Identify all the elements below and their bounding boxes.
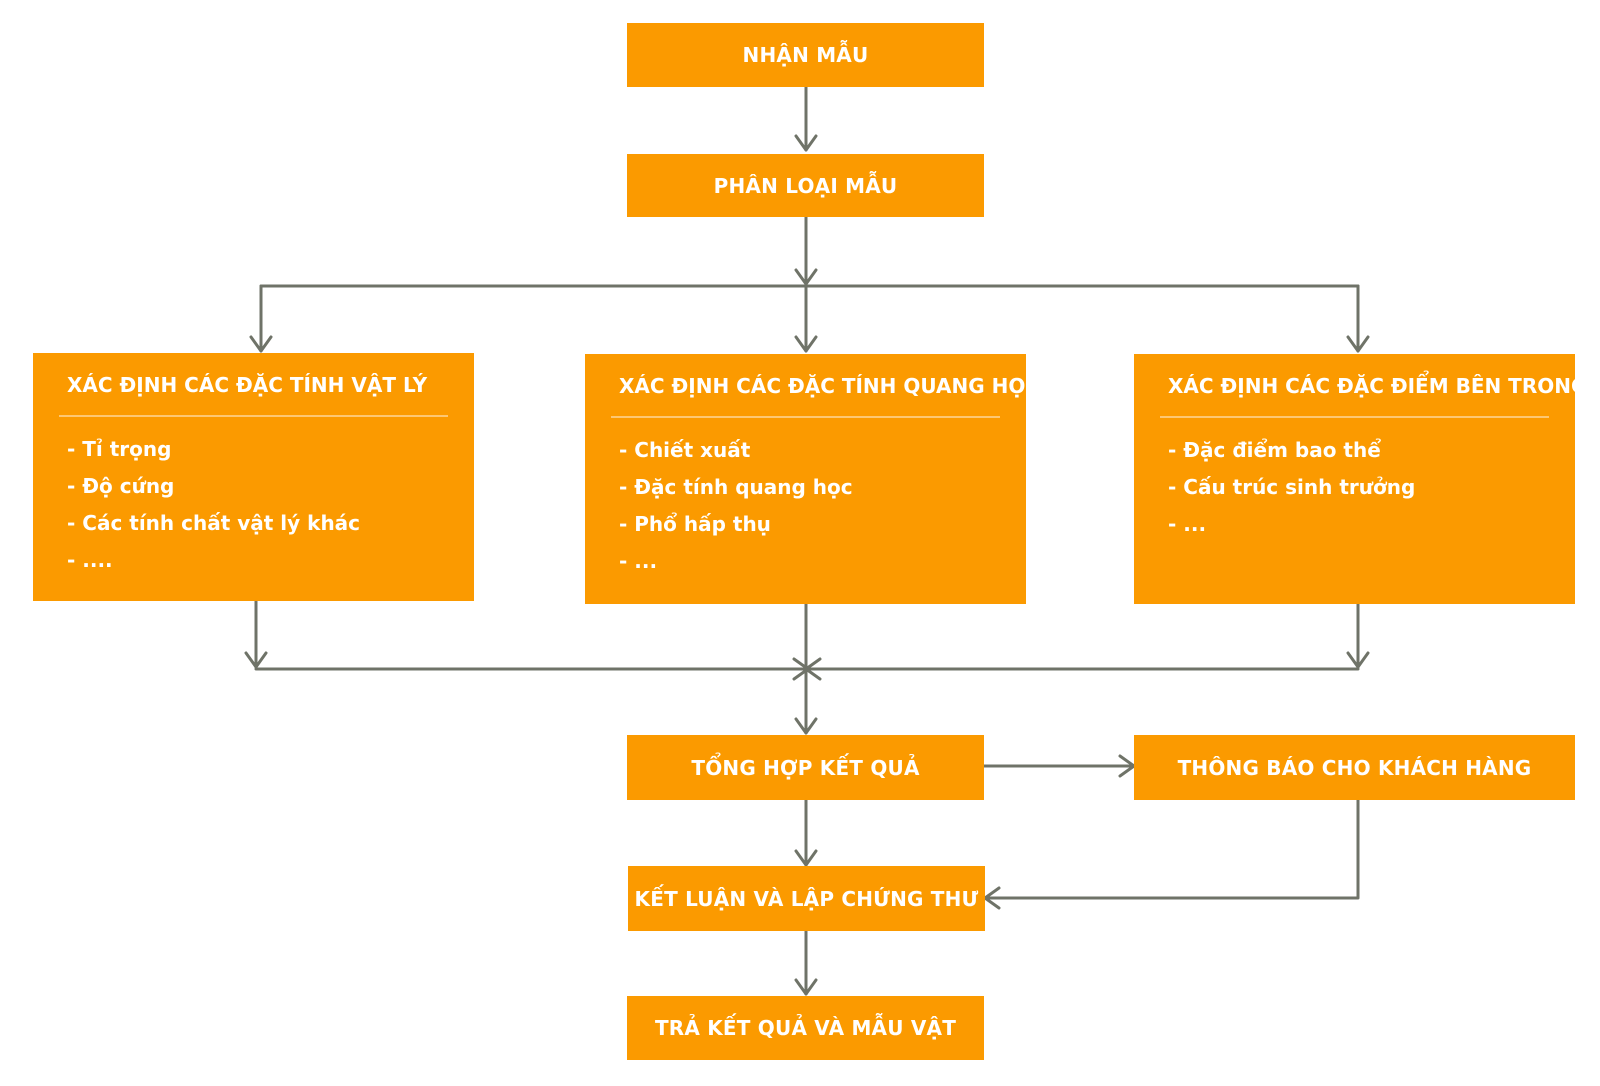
list-item: - .... [67, 548, 113, 572]
panel-optical-properties: XÁC ĐỊNH CÁC ĐẶC TÍNH QUANG HỌC - Chiết … [585, 354, 1040, 604]
step-summarize-results: TỔNG HỢP KẾT QUẢ [627, 735, 984, 800]
arrowhead [983, 886, 1001, 910]
panel-title: XÁC ĐỊNH CÁC ĐẶC ĐIỂM BÊN TRONG [1160, 374, 1587, 418]
arrowhead [1346, 651, 1370, 669]
list-item: - Cấu trúc sinh trưởng [1168, 475, 1416, 499]
list-item: - Phổ hấp thụ [619, 512, 771, 536]
step-notify-customer: THÔNG BÁO CHO KHÁCH HÀNG [1134, 735, 1575, 800]
panel-title: XÁC ĐỊNH CÁC ĐẶC TÍNH QUANG HỌC [611, 374, 1040, 418]
list-item: - Độ cứng [67, 474, 175, 498]
arrowhead [794, 335, 818, 353]
arrowhead [794, 717, 818, 735]
arrowhead [794, 849, 818, 867]
panel-internal-features: XÁC ĐỊNH CÁC ĐẶC ĐIỂM BÊN TRONG - Đặc đi… [1134, 354, 1587, 604]
step-return-results: TRẢ KẾT QUẢ VÀ MẪU VẬT [627, 996, 984, 1060]
list-item: - Đặc điểm bao thể [1168, 438, 1381, 462]
list-item: - Tỉ trọng [67, 437, 172, 461]
list-item: - Các tính chất vật lý khác [67, 511, 361, 535]
arrowhead [1346, 335, 1370, 353]
step-classify-sample: PHÂN LOẠI MẪU [627, 154, 984, 217]
panel-physical-properties: XÁC ĐỊNH CÁC ĐẶC TÍNH VẬT LÝ - Tỉ trọng … [33, 353, 474, 601]
panel-list: - Chiết xuất - Đặc tính quang học - Phổ … [611, 432, 1000, 580]
arrowhead [794, 134, 818, 152]
step-receive-sample: NHẬN MẪU [627, 23, 984, 87]
step-conclude-certificate: KẾT LUẬN VÀ LẬP CHỨNG THƯ [628, 866, 985, 931]
panel-list: - Đặc điểm bao thể - Cấu trúc sinh trưởn… [1160, 432, 1549, 543]
arrowhead [794, 978, 818, 996]
list-item: - Đặc tính quang học [619, 475, 853, 499]
arrow-notify-to-conclude [983, 798, 1360, 900]
arrowhead [244, 651, 268, 669]
panel-list: - Tỉ trọng - Độ cứng - Các tính chất vật… [59, 431, 448, 579]
arrowhead [249, 335, 273, 353]
list-item: - ... [1168, 512, 1207, 536]
list-item: - Chiết xuất [619, 438, 751, 462]
arrowhead [794, 268, 818, 286]
panel-title: XÁC ĐỊNH CÁC ĐẶC TÍNH VẬT LÝ [59, 373, 448, 417]
list-item: - ... [619, 549, 658, 573]
